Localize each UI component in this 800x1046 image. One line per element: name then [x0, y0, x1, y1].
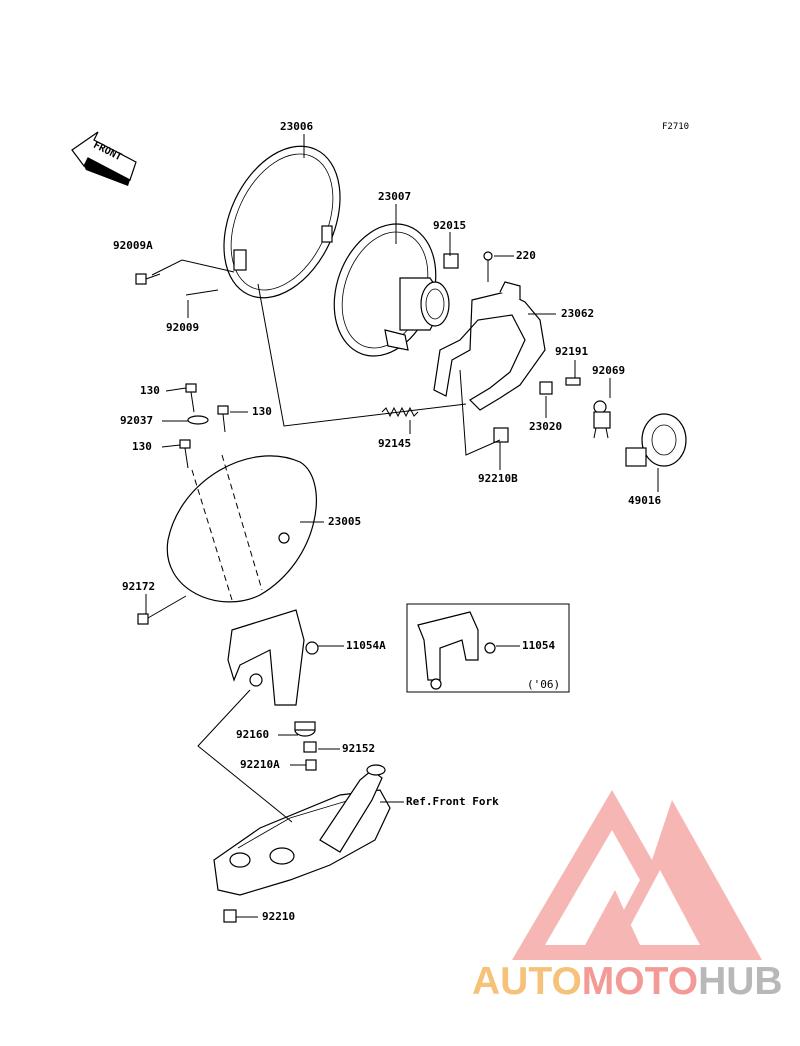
label-23007: 23007	[378, 190, 412, 203]
washer-92037	[187, 415, 209, 425]
clip-23020	[539, 381, 553, 395]
screw-92009	[185, 289, 219, 296]
bolt-130-a	[185, 383, 197, 413]
label-11054A: 11054A	[346, 639, 386, 652]
front-arrow-icon	[71, 131, 137, 186]
label-92037: 92037	[120, 414, 154, 427]
label-92160: 92160	[236, 728, 270, 741]
watermark-logo	[512, 790, 762, 960]
label-92145: 92145	[378, 437, 412, 450]
label-92210: 92210	[262, 910, 296, 923]
label-130-b: 130	[252, 405, 272, 418]
label-220: 220	[516, 249, 536, 262]
label-23062: 23062	[561, 307, 595, 320]
bolt-130-b	[217, 405, 229, 433]
nut-92210B	[493, 427, 509, 443]
label-92210B: 92210B	[478, 472, 518, 485]
screw-220	[483, 251, 493, 282]
label-92210A: 92210A	[240, 758, 280, 771]
screw-92172	[137, 595, 187, 625]
label-49016: 49016	[628, 494, 662, 507]
nut-92210	[223, 909, 237, 923]
inset-box	[406, 603, 570, 693]
front-fork-bracket	[213, 764, 391, 896]
headlamp-rim	[223, 145, 341, 299]
bracket-11054A	[227, 609, 319, 706]
bolt-130-c	[179, 439, 191, 469]
headlamp-unit	[333, 223, 450, 357]
label-92172: 92172	[122, 580, 156, 593]
leader-lines	[145, 134, 659, 918]
watermark-part2: MOTO	[581, 960, 699, 1003]
label-23006: 23006	[280, 120, 314, 133]
watermark-text: AUTOMOTOHUB	[472, 960, 783, 1004]
label-130-a: 130	[140, 384, 160, 397]
bracket-23062	[433, 281, 546, 411]
label-92191: 92191	[555, 345, 589, 358]
label-92009A: 92009A	[113, 239, 153, 252]
bulb-92069	[593, 400, 611, 439]
boot-49016	[625, 413, 687, 467]
label-23020: 23020	[529, 420, 563, 433]
nut-92015	[443, 253, 459, 269]
label-92015: 92015	[433, 219, 467, 232]
screw-92009A	[135, 273, 161, 285]
label-92009: 92009	[166, 321, 200, 334]
watermark-part3: HUB	[698, 960, 783, 1003]
label-130-c: 130	[132, 440, 152, 453]
label-23005: 23005	[328, 515, 362, 528]
ref-label: Ref.Front Fork	[406, 795, 499, 808]
inset-label: ('06)	[527, 678, 561, 691]
grommet-92160	[294, 721, 316, 737]
collar-92152	[303, 741, 317, 753]
nut-92210A	[305, 759, 317, 771]
label-11054: 11054	[522, 639, 556, 652]
bulb-holder-92191	[565, 377, 581, 386]
label-92069: 92069	[592, 364, 626, 377]
visor-23005	[166, 454, 317, 603]
diagram-code: F2710	[662, 122, 690, 132]
label-92152: 92152	[342, 742, 376, 755]
watermark-part1: AUTO	[472, 960, 582, 1003]
